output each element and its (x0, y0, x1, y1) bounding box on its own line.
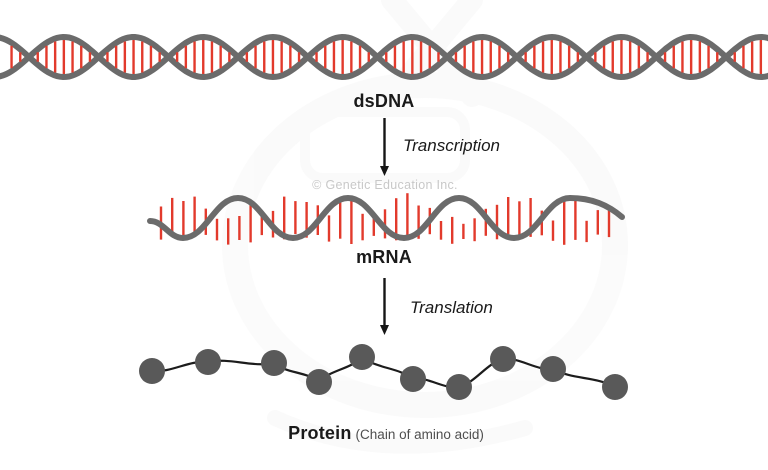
protein-chain-graphic (139, 344, 628, 400)
translation-down-arrow-icon (380, 278, 389, 335)
mrna-label: mRNA (356, 247, 412, 267)
translation-label: Translation (410, 298, 493, 317)
mrna-strand-graphic (147, 193, 625, 245)
protein-label-sub: (Chain of amino acid) (355, 427, 484, 442)
dsdna-label: dsDNA (353, 91, 415, 111)
protein-label-main: Protein (288, 423, 352, 443)
transcription-down-arrow-icon (380, 118, 389, 176)
copyright-watermark: © Genetic Education Inc. (312, 178, 458, 192)
background-logo-watermark (222, 0, 628, 454)
transcription-label: Transcription (403, 136, 500, 155)
dsdna-double-helix-graphic (0, 33, 768, 81)
protein-label: Protein(Chain of amino acid) (288, 424, 484, 442)
